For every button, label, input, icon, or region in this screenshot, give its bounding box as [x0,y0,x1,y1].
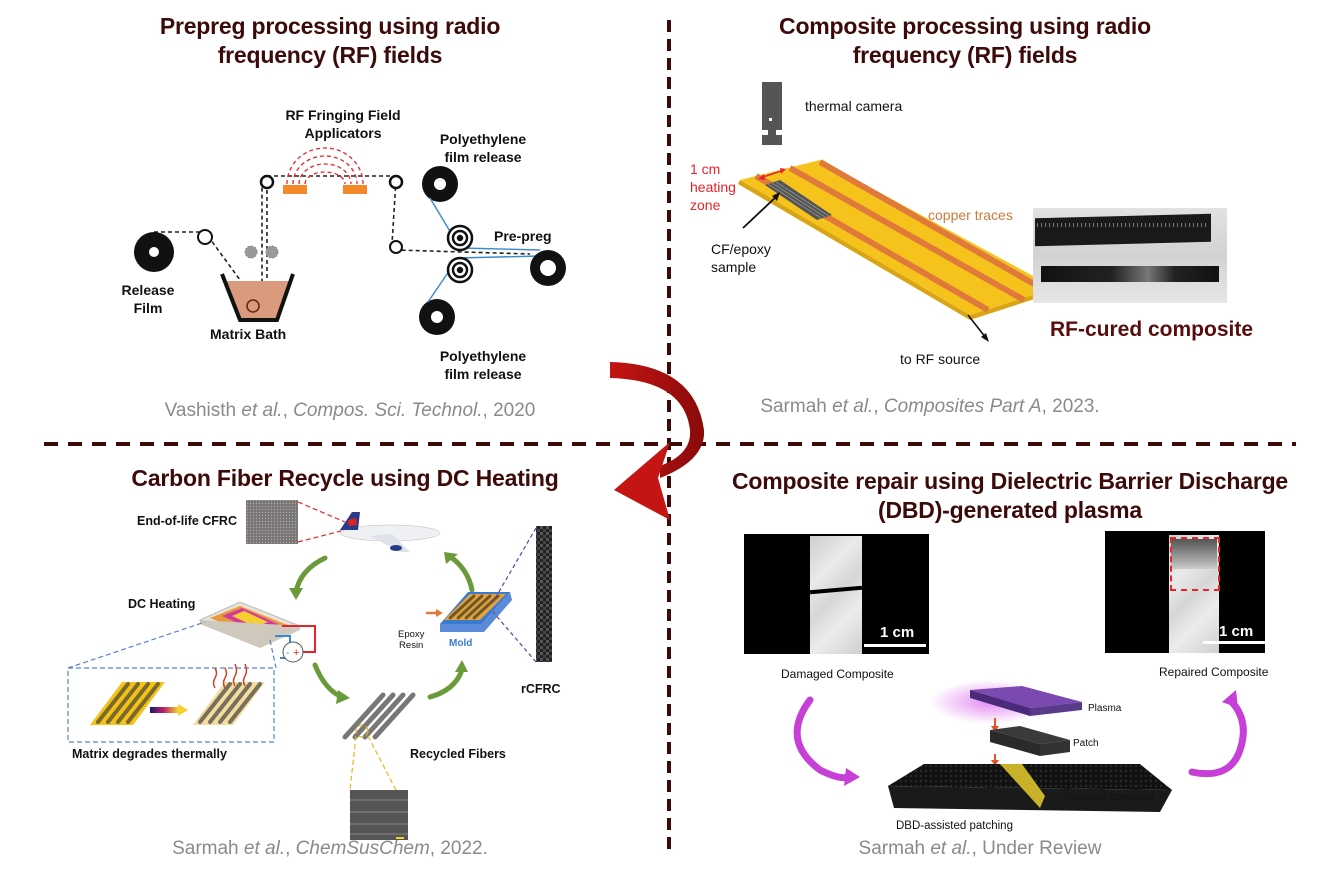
quadrant-title: Prepreg processing using radio frequency… [60,12,600,70]
copper-traces-label: copper traces [928,207,1013,223]
horizontal-divider [44,442,1296,446]
patch-label: Patch [1073,738,1099,749]
recycled-fibers-label: Recycled Fibers [410,747,506,761]
thermal-camera-label: thermal camera [805,98,903,114]
scale-label: 1 cm [1219,623,1254,640]
matrix-bath-label: Matrix Bath [210,326,287,342]
rf-cured-composite-label: RF-cured composite [1050,318,1254,341]
svg-text:+: + [293,647,299,659]
magenta-arrow-icon [1222,690,1238,708]
patch-block-icon [990,726,1070,744]
damaged-composite-label: Damaged Composite [781,667,894,681]
rf-applicator-icon [283,185,307,194]
release-film-label: Release Film [121,282,175,316]
matrix-degrades-label: Matrix degrades thermally [72,747,227,761]
composite-before-icon [90,682,165,725]
scale-label: 1 cm [880,624,915,641]
repaired-composite-label: Repaired Composite [1159,665,1269,679]
heating-zone-label: 1 cm heating zone [690,161,736,213]
title-line: frequency (RF) fields [217,42,443,68]
quadrant-title: Carbon Fiber Recycle using DC Heating [131,465,559,491]
airplane-icon [339,512,441,552]
prepreg-label: Pre-preg [494,228,552,244]
rcfrc-label: rCFRC [521,682,561,696]
prepreg-process-diagram [134,147,566,335]
mold-icon [440,592,512,632]
plasma-label: Plasma [1088,703,1122,714]
title-line: Prepreg processing using radio [159,13,501,39]
recycled-fibers-icon [342,692,416,740]
dbd-patching-diagram [793,680,1247,812]
svg-text:-: - [286,648,289,659]
recycle-diagram: - + [67,500,552,840]
rf-applicators-label: RF Fringing Field Applicators [285,107,401,141]
curved-transition-arrow-icon [610,362,705,520]
repair-region-box [1170,537,1220,591]
plasma-block-icon [970,686,1082,708]
rf-cured-composite-photo [1033,208,1227,303]
damaged-composite-photo: 1 cm [744,534,929,654]
citation: Vashisth et al., Compos. Sci. Technol., … [164,400,536,421]
composite-after-icon [193,663,265,725]
pe-release-bottom-label: Polyethylene film release [439,348,527,382]
sem-image [350,790,408,840]
vertical-divider [667,20,671,852]
repaired-composite-photo: 1 cm [1105,531,1265,653]
dc-heating-label: DC Heating [128,597,196,611]
dbd-patching-label: DBD-assisted patching [896,820,1013,832]
magenta-arrow-icon [844,768,860,786]
citation: Sarmah et al., ChemSusChem, 2022. [172,838,488,859]
rcfrc-sample-icon [536,526,552,662]
pe-release-top-label: Polyethylene film release [439,131,527,165]
epoxy-resin-label: Epoxy Resin [398,629,425,651]
citation: Sarmah et al., Under Review [858,838,1102,859]
to-rf-source-label: to RF source [900,351,981,367]
end-of-life-cfrc-label: End-of-life CFRC [137,514,237,528]
rf-applicator-icon [343,185,367,194]
mold-label: Mold [449,638,472,649]
power-source-icon [282,641,304,663]
ruler-icon [1035,213,1211,247]
damaged-composite-small-label: Damaged Composite [1065,792,1155,803]
thermal-camera-icon [762,82,782,145]
citation: Sarmah et al., Composites Part A, 2023. [760,396,1100,417]
cf-epoxy-label: CF/epoxy sample [711,241,771,275]
quadrant-title: Composite repair using Dielectric Barrie… [731,468,1289,523]
quadrant-title: Composite processing using radio frequen… [779,13,1151,68]
